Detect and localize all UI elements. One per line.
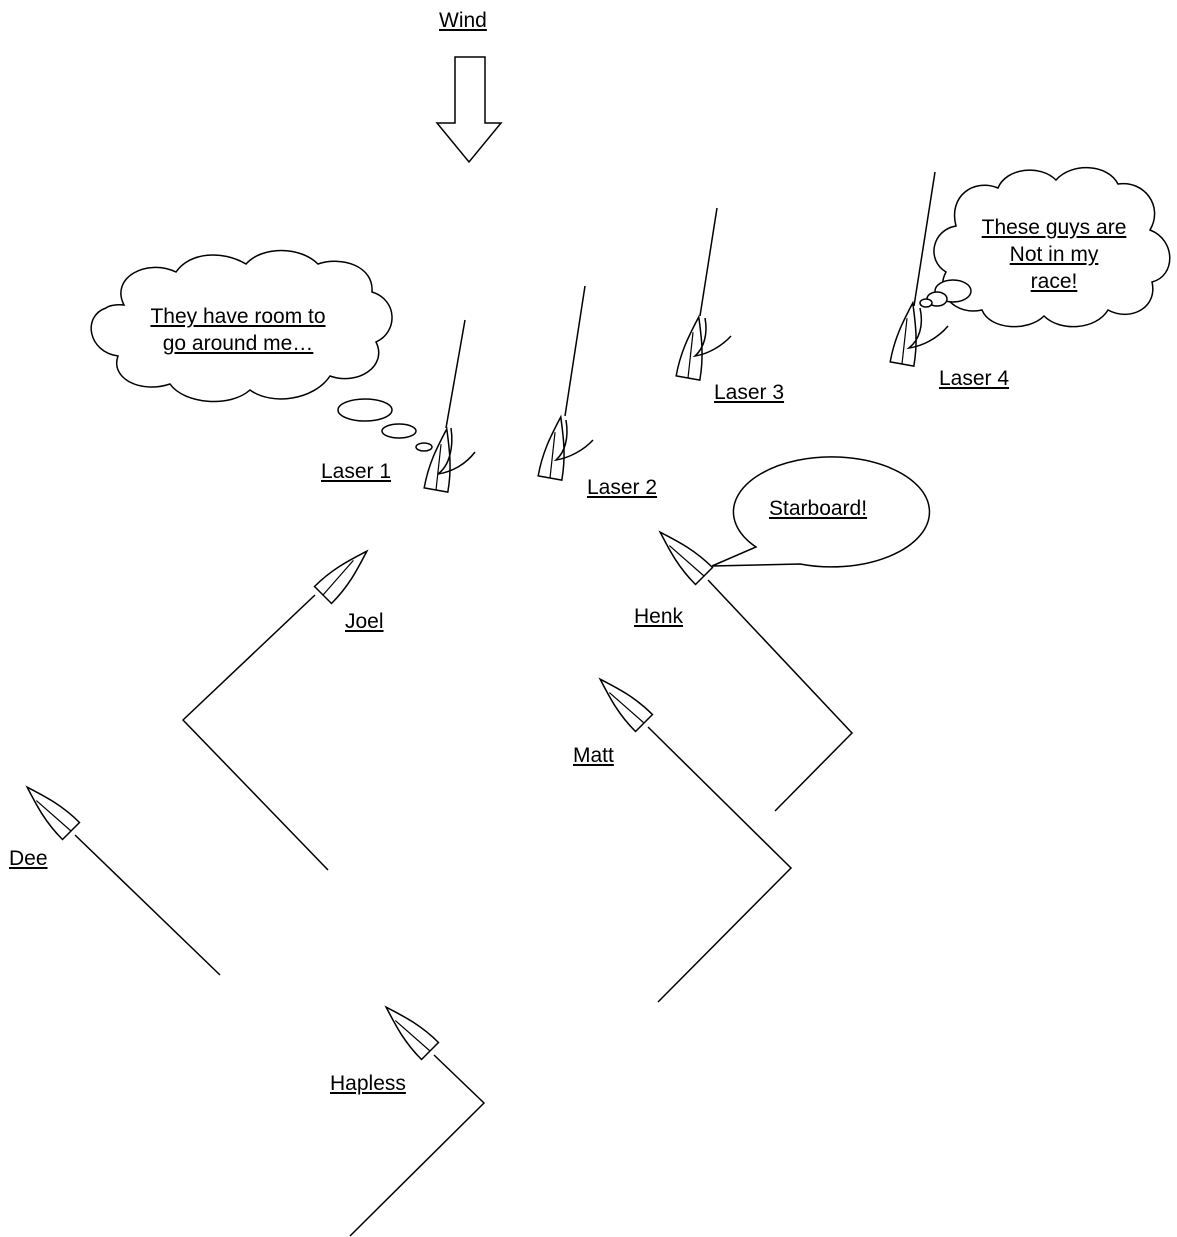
hapless-boat [349, 997, 486, 1237]
laser-3-boat [675, 207, 732, 381]
laser-4-thought-line-3: race! [1030, 270, 1078, 293]
wind-arrow [435, 56, 503, 164]
joel-label: Joel [345, 610, 384, 633]
laser-1-thought-bubble [90, 249, 433, 452]
laser-1-label: Laser 1 [321, 460, 392, 483]
laser-4-label: Laser 4 [939, 367, 1010, 390]
laser-3-label: Laser 3 [714, 381, 785, 404]
laser-1-thought-text: They have room to go around me… [108, 303, 368, 357]
laser-1-boat [423, 319, 476, 493]
laser-4-boat [889, 171, 949, 367]
wind-label: Wind [439, 9, 487, 32]
dee-label: Dee [9, 847, 48, 870]
hapless-label: Hapless [330, 1072, 406, 1095]
laser-4-thought-bubble [919, 167, 1171, 328]
laser-4-thought-line-1: These guys are [981, 216, 1127, 239]
henk-boat [650, 522, 854, 812]
laser-4-thought-text: These guys are Not in my race! [952, 214, 1156, 295]
joel-boat [181, 541, 377, 871]
laser-1-thought-line-2: go around me… [162, 332, 314, 355]
henk-speech-text: Starboard! [769, 497, 868, 520]
laser-4-thought-line-2: Not in my [1009, 243, 1099, 266]
laser-2-label: Laser 2 [587, 476, 658, 499]
matt-label: Matt [573, 744, 614, 767]
matt-boat [590, 669, 793, 1003]
laser-1-thought-line-1: They have room to [150, 305, 326, 328]
henk-label: Henk [634, 605, 684, 628]
dee-boat [17, 777, 221, 976]
laser-2-boat [537, 285, 594, 481]
henk-speech-bubble [711, 456, 931, 568]
